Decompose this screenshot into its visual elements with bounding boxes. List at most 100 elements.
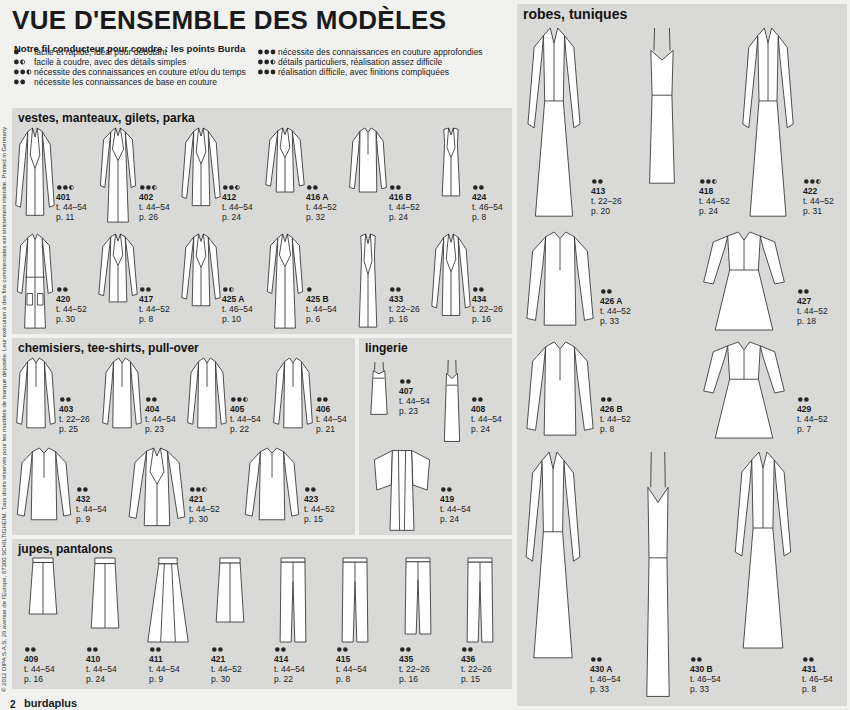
garment-outline [196,234,201,267]
garment-outline [451,234,456,272]
page-reference: p. 16 [24,674,55,684]
page-reference: p. 10 [222,314,253,324]
legend-text: nécessite des connaissances en couture e… [34,67,246,77]
difficulty-dot [281,647,286,652]
garment-outline [109,234,127,302]
difficulty-dot [447,487,452,492]
garment-illustration [647,452,669,696]
difficulty-dots [400,647,411,652]
garment-drawings [359,338,512,535]
page-reference: p. 21 [316,424,347,434]
garment-illustration [704,342,785,438]
model-number: 413 [591,186,622,196]
page-reference: p. 23 [399,406,430,416]
model-caption: 402t. 44–54p. 26 [139,192,170,222]
difficulty-dots [390,185,401,190]
difficulty-dots [14,80,25,85]
difficulty-half-dot [235,185,237,190]
model-number: 421 [211,654,242,664]
garment-outline [447,360,448,373]
difficulty-dots [14,60,25,65]
model-caption: 431t. 46–54p. 8 [802,664,833,694]
garment-illustration [103,358,142,428]
model-number: 421 [189,494,220,504]
size-range: t. 44–54 [145,414,176,424]
difficulty-dot [305,487,310,492]
size-range: t. 22–26 [472,304,503,314]
garment-outline [527,347,546,431]
difficulty-dot [472,397,477,402]
difficulty-dots [798,289,809,294]
difficulty-dots [307,287,312,292]
garment-outline [565,36,581,128]
garment-illustration [526,452,580,658]
difficulty-dot [264,50,269,55]
garment-outline [444,373,459,441]
garment-outline [29,562,57,614]
size-range: t. 44–54 [139,202,170,212]
garment-outline [405,562,431,634]
model-caption: 416 Bt. 44–52p. 24 [389,192,420,222]
difficulty-dot [63,287,68,292]
garment-outline [122,363,123,387]
legend-text: nécessite les connaissances de base en c… [34,77,217,87]
garment-outline [157,484,158,526]
garment-illustration [129,448,185,526]
garment-outline [368,133,369,155]
garment-illustration [100,128,135,222]
difficulty-dots [601,289,612,294]
garment-outline [447,385,457,386]
garment-outline [374,451,392,490]
page-reference: p. 8 [802,684,833,694]
difficulty-dots [140,185,156,190]
model-number: 408 [471,404,502,414]
difficulty-dot [803,657,808,662]
garment-outline [167,451,184,518]
difficulty-dots [305,487,316,492]
garment-outline [763,468,764,528]
garment-outline [43,562,44,614]
garment-outline [451,157,452,196]
difficulty-dot [390,287,395,292]
garment-illustration [704,232,785,330]
difficulty-half-dot [152,185,154,190]
page-reference: p. 9 [149,674,180,684]
garment-outline [35,128,40,169]
garment-outline [398,451,399,531]
difficulty-dots [25,647,36,652]
garment-outline [192,128,210,206]
difficulty-dot [218,647,223,652]
model-caption: 423t. 44–52p. 15 [304,494,335,524]
garment-outline [272,453,273,477]
garment-outline [157,448,164,484]
garment-outline [374,362,375,371]
size-range: t. 44–52 [803,196,834,206]
model-number: 414 [274,654,305,664]
garment-outline [534,452,572,658]
difficulty-dot [258,60,263,65]
garment-outline [650,452,652,487]
size-range: t. 44–54 [440,504,471,514]
model-number: 407 [399,386,430,396]
difficulty-dots [803,657,814,662]
page-reference: p. 24 [389,212,420,222]
difficulty-dot [798,289,803,294]
page-reference: p. 6 [306,314,337,324]
garment-outline [27,294,33,306]
garment-illustration [442,128,460,196]
difficulty-dots [798,397,809,402]
legend-text: réalisation difficile, avec finitions co… [278,67,449,77]
garment-outline [113,358,131,428]
garment-outline [150,448,157,484]
garment-outline [715,232,773,330]
difficulty-dots [275,647,286,652]
page-reference: p. 25 [59,424,90,434]
legend-row: détails particuliers, réalisation assez … [278,57,442,67]
difficulty-dot [473,185,478,190]
section-panel: vestes, manteaux, gilets, parka401t. 44–… [12,108,512,334]
garment-outline [704,346,728,393]
difficulty-half-dot [21,60,25,64]
garment-outline [159,558,177,564]
difficulty-dot [592,179,597,184]
difficulty-dots [337,647,348,652]
